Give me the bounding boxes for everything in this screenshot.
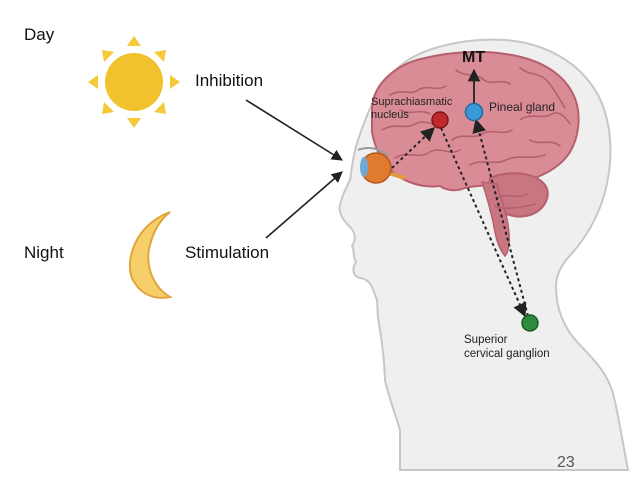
page-number: 23 bbox=[557, 454, 575, 471]
stimulation-label: Stimulation bbox=[185, 243, 269, 262]
pineal-node bbox=[464, 102, 484, 122]
stimulation-arrow bbox=[265, 171, 343, 239]
scn-to-scg-arrow bbox=[440, 127, 527, 318]
scg-label-line1: Superior bbox=[464, 334, 508, 346]
eye-icon bbox=[357, 147, 406, 184]
scn-label-line1: Suprachiasmatic bbox=[371, 96, 453, 108]
pineal-label: Pineal gland bbox=[489, 100, 555, 114]
eye-to-scn-arrow bbox=[391, 127, 436, 169]
sun-icon bbox=[88, 36, 180, 128]
scn-node bbox=[431, 111, 449, 129]
mt-label: MT bbox=[462, 49, 485, 66]
scg-to-pineal-arrow bbox=[472, 118, 529, 317]
scn-label-line2: nucleus bbox=[371, 109, 409, 121]
scg-node bbox=[521, 314, 539, 332]
scg-label-line2: cervical ganglion bbox=[464, 348, 550, 360]
day-label: Day bbox=[24, 25, 55, 44]
moon-icon bbox=[128, 211, 173, 299]
inhibition-label: Inhibition bbox=[195, 71, 263, 90]
inhibition-arrow bbox=[245, 99, 343, 161]
night-label: Night bbox=[24, 243, 64, 262]
